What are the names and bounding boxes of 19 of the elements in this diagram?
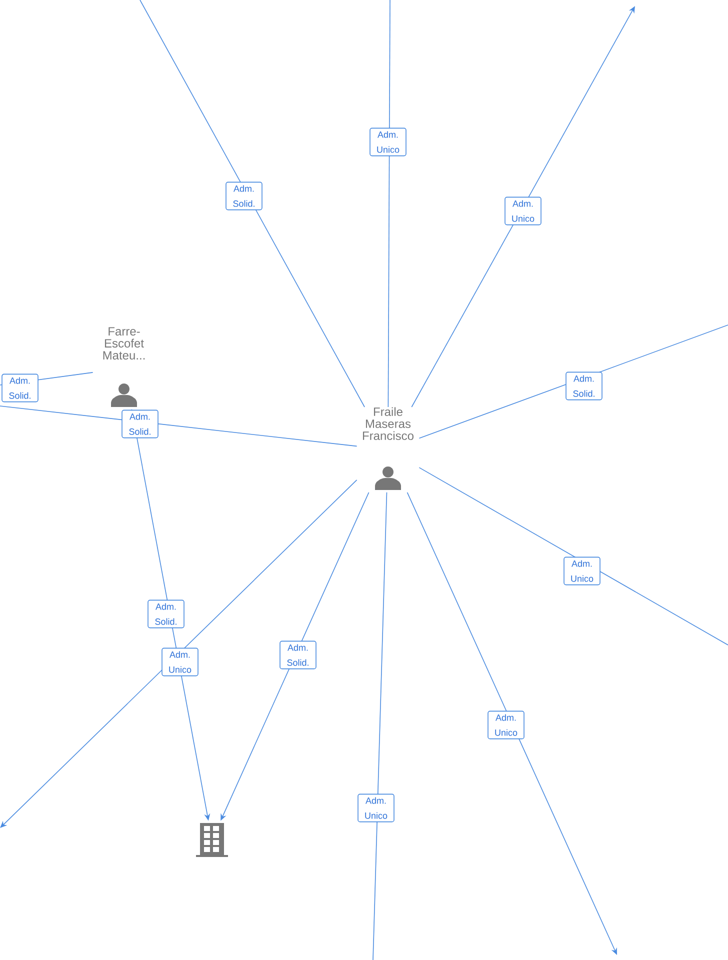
node-label: Farre-Escofet Mateu... <box>103 327 145 360</box>
edge-label: Adm. Unico <box>488 710 524 740</box>
person-node: Fraile Maseras Francisco <box>362 407 414 490</box>
edge-label: Adm. Unico <box>564 556 600 586</box>
edge-label: Adm. Unico <box>370 128 406 156</box>
person-node: Farre-Escofet Mateu... <box>103 327 145 407</box>
arrow <box>411 6 635 408</box>
edge-label: Adm. Solid. <box>122 410 158 438</box>
edge-label: Adm. Solid. <box>148 600 184 628</box>
edge-label: Adm. Solid. <box>2 374 38 402</box>
edge-label: Adm. Unico <box>504 196 542 226</box>
edge-label: Adm. Solid. <box>226 182 262 210</box>
edge-label: Adm. Solid. <box>566 372 602 400</box>
edge-label: Adm. Unico <box>162 648 198 676</box>
edge-label: Adm. Solid. <box>280 640 316 670</box>
building-icon <box>196 823 228 857</box>
edge-label: Adm. Unico <box>358 794 394 822</box>
node-label: Fraile Maseras Francisco <box>362 407 414 440</box>
arrow <box>0 480 358 828</box>
